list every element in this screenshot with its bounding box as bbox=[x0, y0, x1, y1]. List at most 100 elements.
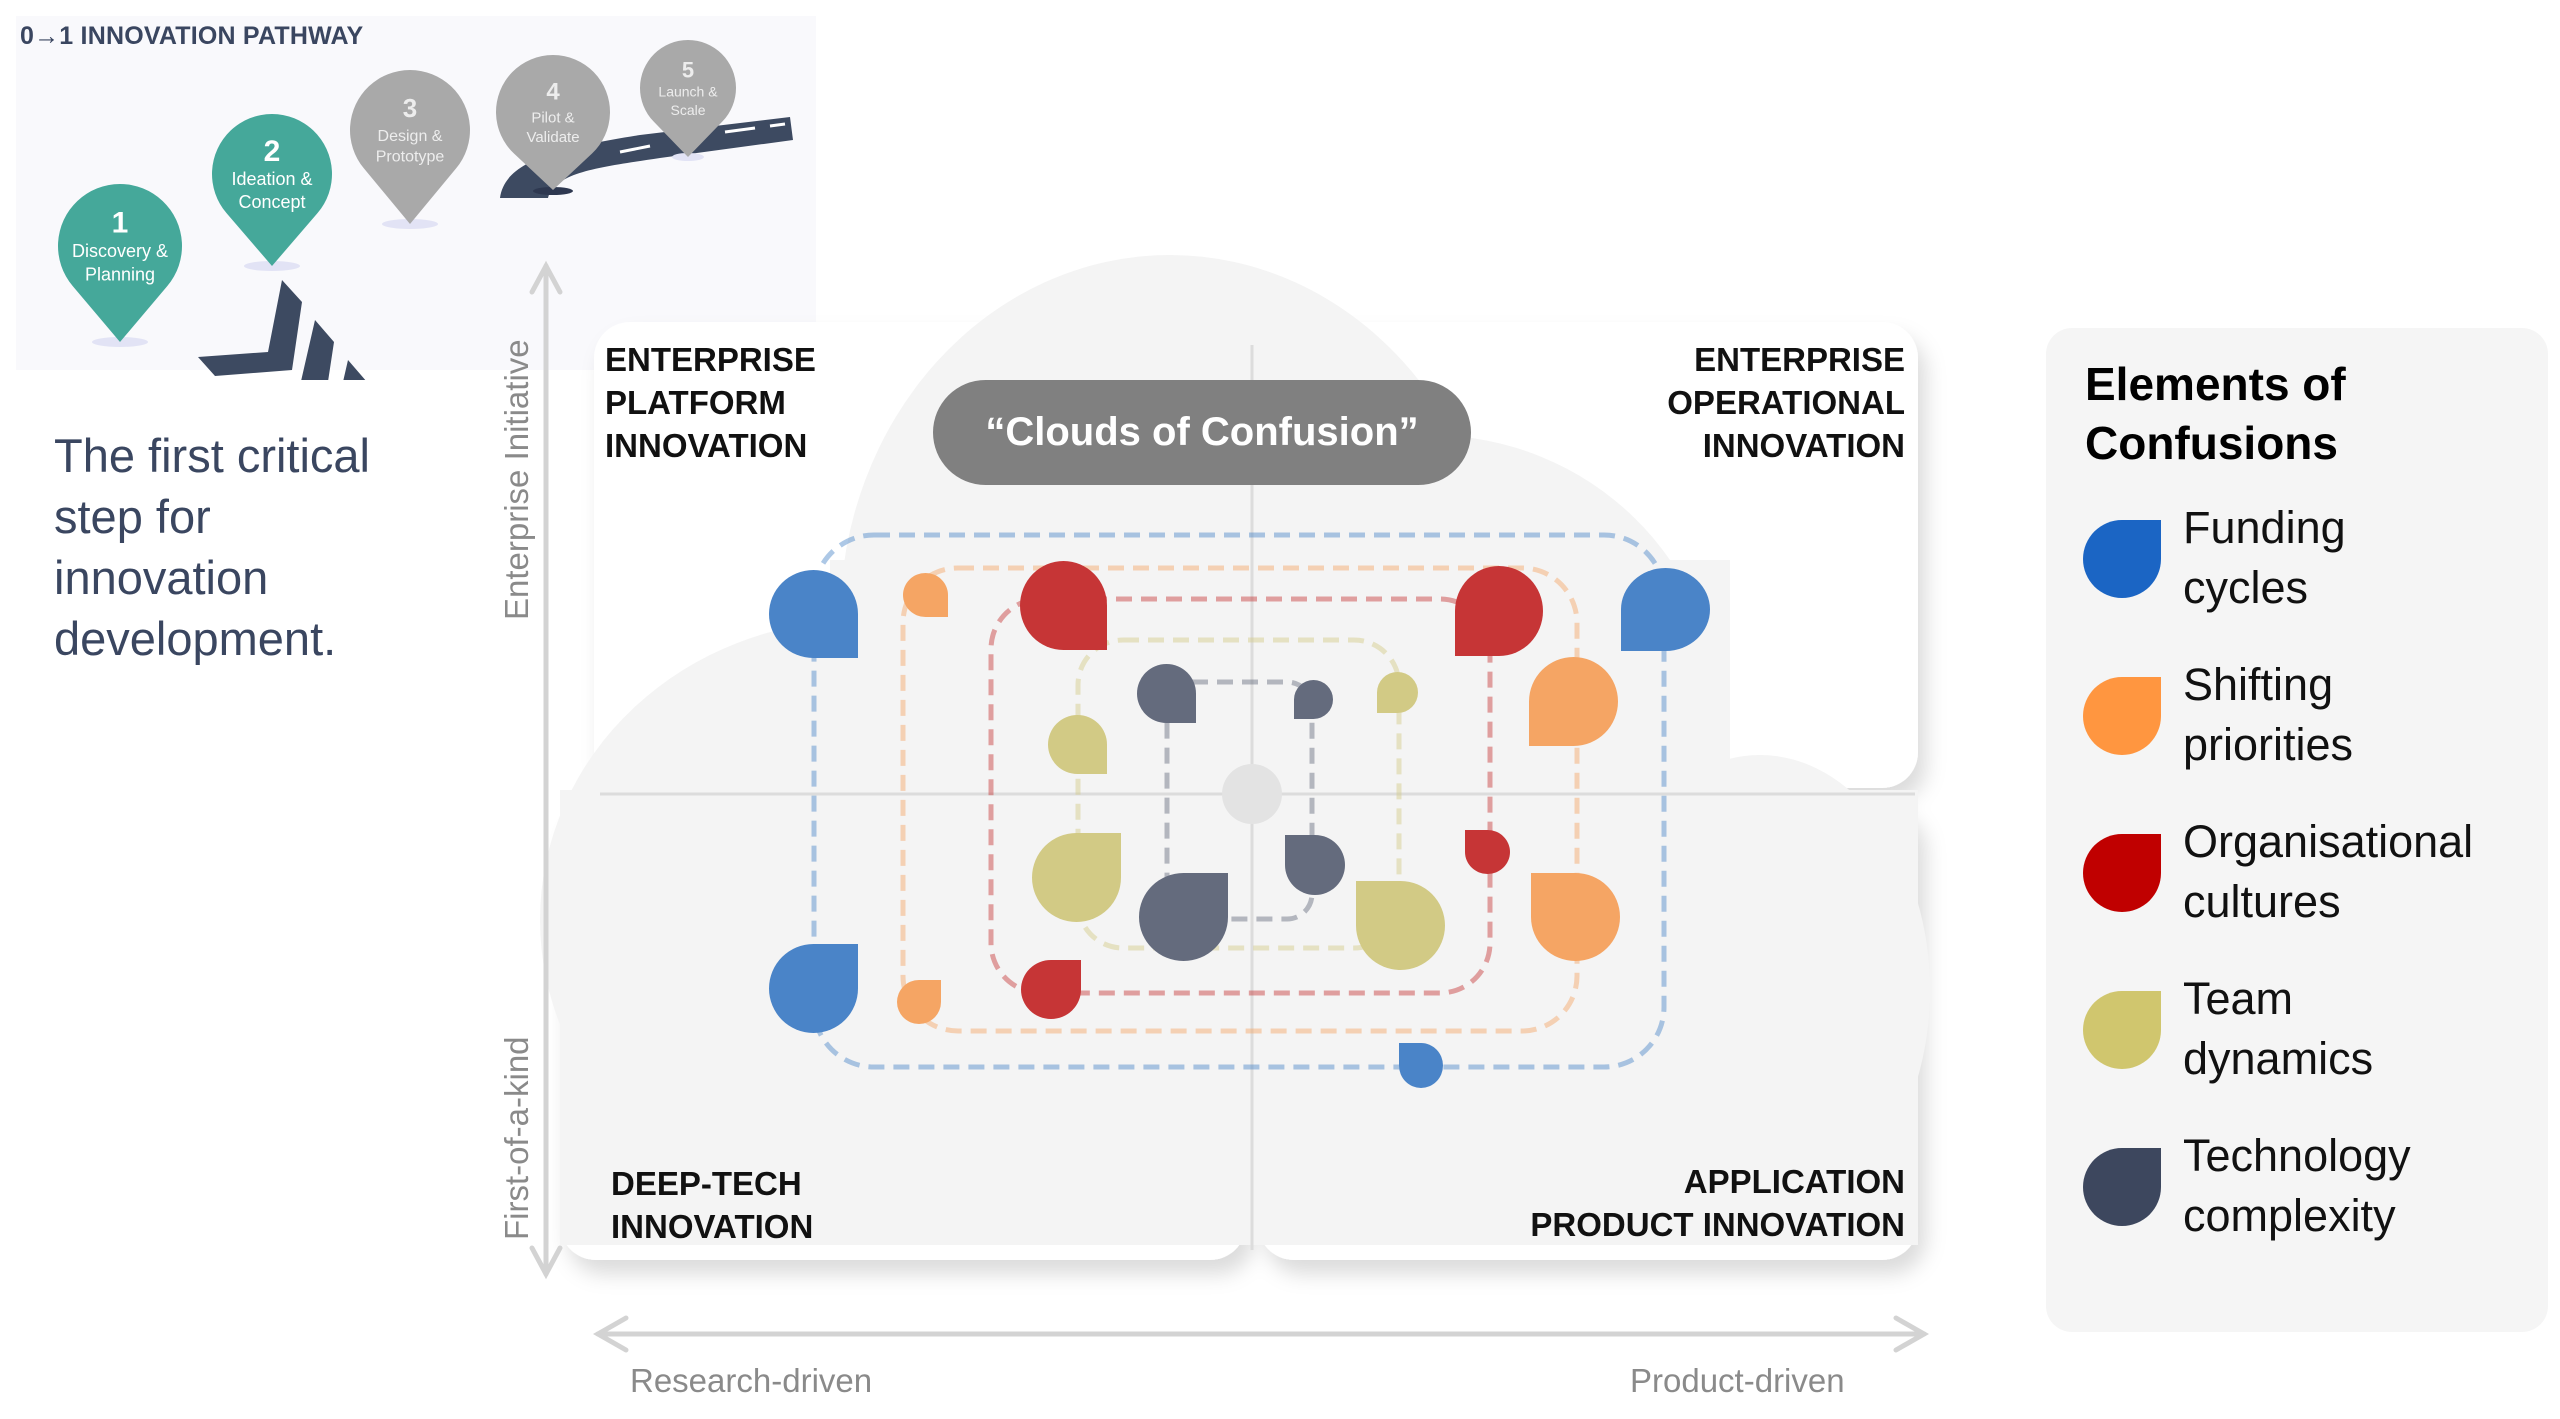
x-axis-label-right: Product-driven bbox=[1630, 1362, 1845, 1399]
map-pin-icon bbox=[350, 70, 470, 224]
tagline: The first critical step for innovation d… bbox=[54, 429, 370, 665]
confusion-drop-team bbox=[1377, 672, 1418, 713]
legend-title-line: Confusions bbox=[2085, 417, 2338, 469]
legend-title: Elements of Confusions bbox=[2085, 355, 2346, 473]
confusion-drop-tech bbox=[1139, 873, 1228, 961]
pathway-title: 0→1 INNOVATION PATHWAY bbox=[20, 22, 364, 50]
legend-label: Team dynamics bbox=[2183, 969, 2373, 1089]
confusion-drop-funding bbox=[1399, 1043, 1443, 1088]
legend-label: Technology complexity bbox=[2183, 1126, 2411, 1246]
quadrant-label-deep-tech: DEEP-TECH INNOVATION bbox=[611, 1162, 813, 1248]
legend-label-line: cultures bbox=[2183, 876, 2341, 927]
confusion-drop-culture bbox=[1455, 566, 1543, 656]
step-number: 5 bbox=[682, 57, 694, 82]
center-cross-glow bbox=[1222, 764, 1282, 824]
confusion-drop-team bbox=[1356, 881, 1445, 970]
confusion-drop-tech bbox=[1137, 664, 1196, 723]
step-number: 2 bbox=[264, 135, 281, 168]
vertical-axis-arrow bbox=[529, 260, 563, 1280]
quadrant-label-line: INNOVATION bbox=[611, 1208, 814, 1245]
road-icon bbox=[500, 117, 793, 198]
quadrant-label-line: PRODUCT INNOVATION bbox=[1530, 1206, 1905, 1243]
confusion-drop-funding bbox=[769, 570, 858, 658]
confusion-drop-tech bbox=[1285, 835, 1345, 895]
legend-drop-icon bbox=[2083, 520, 2161, 598]
legend-label-line: priorities bbox=[2183, 719, 2354, 770]
quadrant-label-line: DEEP-TECH bbox=[611, 1165, 802, 1202]
quadrant-label-line: ENTERPRISE bbox=[605, 341, 816, 378]
legend-item-funding: Funding cycles bbox=[2083, 498, 2543, 628]
step-number: 1 bbox=[112, 206, 129, 239]
step-label-line1: Design & bbox=[378, 128, 443, 145]
confusion-drop-team bbox=[1048, 715, 1107, 774]
pin-4-shadow bbox=[533, 187, 573, 195]
confusion-drop-culture bbox=[1020, 561, 1107, 650]
step-label-line2: Concept bbox=[238, 192, 305, 212]
confusion-drop-priorities bbox=[1529, 657, 1618, 746]
step-label-line2: Planning bbox=[85, 265, 155, 285]
step-label-line1: Pilot & bbox=[531, 109, 574, 126]
legend-label-line: cycles bbox=[2183, 562, 2309, 613]
confusion-drop-funding bbox=[1621, 568, 1710, 651]
step-label-line1: Discovery & bbox=[72, 241, 168, 261]
legend-item-tech: Technology complexity bbox=[2083, 1126, 2543, 1256]
step-number: 3 bbox=[403, 93, 417, 123]
x-axis-label-left: Research-driven bbox=[630, 1362, 873, 1399]
step-label-line2: Scale bbox=[670, 102, 705, 118]
y-axis-label-top: Enterprise Initiative bbox=[498, 339, 535, 620]
legend-label-line: Funding bbox=[2183, 502, 2346, 553]
step-label-line1: Launch & bbox=[658, 84, 718, 100]
legend-label-line: Team bbox=[2183, 973, 2294, 1024]
step-label-line2: Prototype bbox=[376, 149, 445, 166]
quadrant-label-line: INNOVATION bbox=[1702, 427, 1905, 464]
quadrant-label-line: PLATFORM bbox=[605, 384, 786, 421]
legend-drop-icon bbox=[2083, 677, 2161, 755]
step-number: 4 bbox=[546, 78, 560, 105]
legend-drop-icon bbox=[2083, 991, 2161, 1069]
confusion-loop-tech bbox=[1164, 679, 1315, 922]
confusion-drop-culture bbox=[1465, 830, 1510, 874]
quadrant-label-line: ENTERPRISE bbox=[1694, 341, 1905, 378]
map-pin-icon bbox=[58, 184, 182, 342]
legend-item-team: Team dynamics bbox=[2083, 969, 2543, 1099]
confusion-drop-funding bbox=[769, 944, 858, 1033]
legend-item-culture: Organisational cultures bbox=[2083, 812, 2543, 942]
quadrant-label-line: OPERATIONAL bbox=[1667, 384, 1905, 421]
y-axis-label-bottom: First-of-a-kind bbox=[498, 1036, 535, 1240]
confusion-drop-priorities bbox=[897, 980, 941, 1024]
legend-label: Funding cycles bbox=[2183, 498, 2346, 618]
confusion-drop-priorities bbox=[903, 573, 948, 617]
horizontal-axis-arrow bbox=[592, 1315, 1930, 1353]
step-label-line2: Validate bbox=[526, 129, 579, 146]
quadrant-label-line: INNOVATION bbox=[605, 427, 808, 464]
quadrant-label-line: APPLICATION bbox=[1683, 1163, 1905, 1200]
legend-label-line: Organisational bbox=[2183, 816, 2474, 867]
legend-label-line: Shifting bbox=[2183, 659, 2334, 710]
confusion-loop-team bbox=[1075, 637, 1402, 951]
map-pin-icon bbox=[640, 39, 737, 157]
legend-title-line: Elements of bbox=[2085, 358, 2346, 410]
map-pin-icon bbox=[495, 55, 610, 191]
confusion-loop-priorities bbox=[900, 565, 1580, 1034]
map-pin-icon bbox=[212, 114, 333, 266]
legend-item-priorities: Shifting priorities bbox=[2083, 655, 2543, 785]
legend-drop-icon bbox=[2083, 834, 2161, 912]
legend-label-line: complexity bbox=[2183, 1190, 2396, 1241]
clouds-of-confusion-title: “Clouds of Confusion” bbox=[933, 380, 1471, 485]
legend-label: Organisational cultures bbox=[2183, 812, 2473, 932]
quadrant-label-enterprise-platform: ENTERPRISE PLATFORM INNOVATION bbox=[605, 338, 816, 467]
legend-drop-icon bbox=[2083, 1148, 2161, 1226]
quadrant-label-application-product: APPLICATION PRODUCT INNOVATION bbox=[1340, 1160, 1905, 1246]
quadrant-label-enterprise-operational: ENTERPRISE OPERATIONAL INNOVATION bbox=[1580, 338, 1905, 467]
confusion-loop-funding bbox=[811, 532, 1667, 1070]
confusion-drop-tech bbox=[1294, 680, 1334, 719]
confusion-drop-priorities bbox=[1531, 873, 1620, 961]
legend-label-line: dynamics bbox=[2183, 1033, 2374, 1084]
legend-label-line: Technology bbox=[2183, 1130, 2411, 1181]
